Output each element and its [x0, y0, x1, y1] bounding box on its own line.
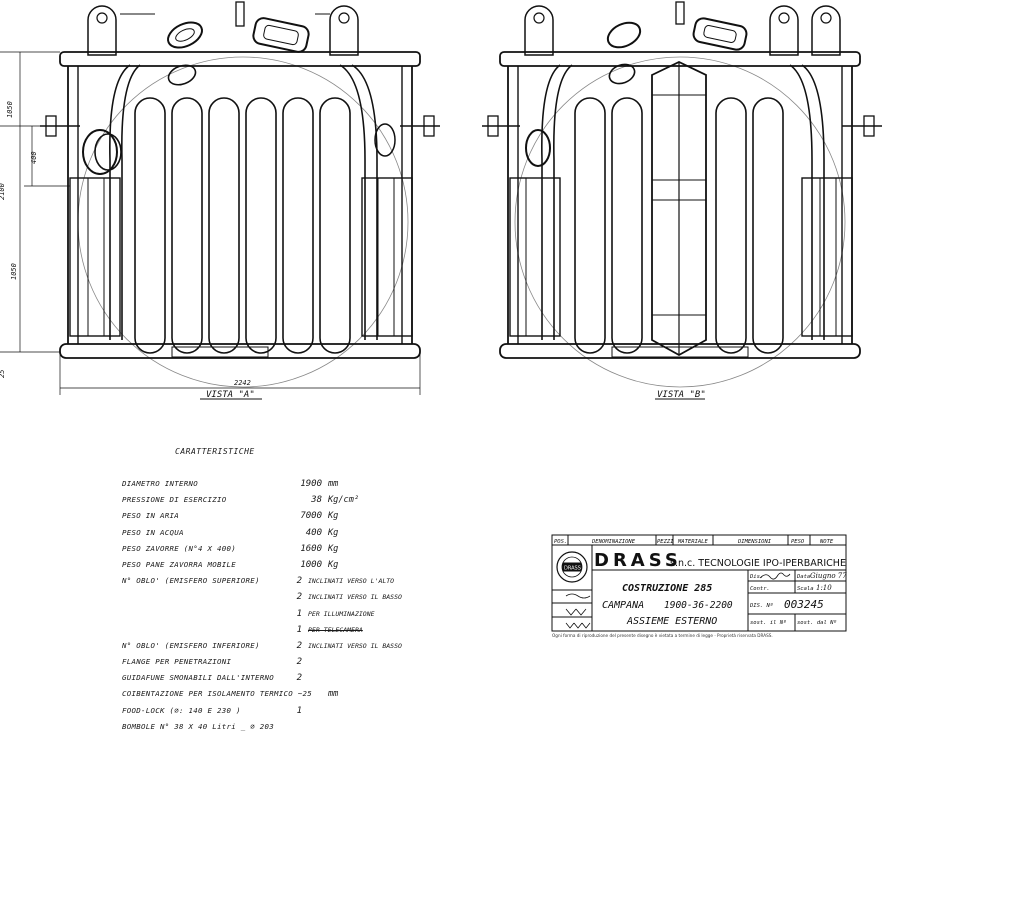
spec-key: FLANGE PER PENETRAZIONI: [122, 657, 232, 667]
spec-key: FOOD-LOCK (⌀: 140 E 230 ): [122, 705, 241, 715]
title-block: [551, 534, 847, 632]
replaced-by-label: sost. dal Nº: [797, 619, 837, 626]
spec-key: PESO IN ACQUA: [122, 527, 184, 537]
spec-value: 1900: [300, 479, 322, 489]
view-a-label: VISTA "A": [206, 390, 255, 400]
spec-unit: Kg: [328, 527, 339, 538]
spec-note: INCLINATI VERSO L'ALTO: [308, 577, 395, 586]
part-name: CAMPANA: [602, 600, 644, 611]
spec-value: 2: [296, 576, 302, 587]
spec-note: PER ILLUMINAZIONE: [308, 609, 375, 618]
spec-key: PESO IN ARIA: [122, 511, 179, 521]
spec-value: 2: [296, 657, 302, 668]
drawing-no: 003245: [784, 598, 824, 611]
dim-total-label: 2100: [0, 183, 6, 200]
specs-title: CARATTERISTICHE: [175, 447, 255, 456]
spec-row: PESO ZAVORRE (N°4 X 400) 1600 Kg: [122, 541, 422, 557]
spec-row: N° OBLO' (EMISFERO INFERIORE) 2 INCLINATI …: [122, 638, 422, 654]
spec-note: INCLINATI VERSO IL BASSO: [308, 641, 402, 650]
tb-header-materiale: MATERIALE: [677, 539, 708, 545]
spec-row: COIBENTAZIONE PER ISOLAMENTO TERMICO ~25…: [122, 686, 422, 702]
spec-unit: Kg: [328, 559, 339, 570]
tb-header-peso: PESO: [791, 539, 805, 545]
replaces-label: sost. il Nº: [750, 619, 786, 626]
company-subtitle: s.n.c. TECNOLOGIE IPO-IPERBARICHE: [670, 558, 846, 569]
view-a-dimensions: [0, 51, 421, 400]
spec-row: 1 PER ILLUMINAZIONE: [122, 606, 422, 622]
spec-row: PESO IN ACQUA 400 Kg: [122, 525, 422, 541]
spec-row: PESO IN ARIA 7000 Kg: [122, 508, 422, 524]
spec-unit: mm: [328, 689, 339, 700]
spec-value: 2: [296, 640, 302, 651]
spec-value: 38: [311, 495, 322, 506]
dim-base-label: 25: [0, 370, 6, 378]
spec-unit: Kg: [328, 511, 339, 522]
part-code: 1900-36-2200: [664, 600, 733, 611]
specs-table: DIAMETRO INTERNO 1900 mm PRESSIONE DI ESER…: [122, 476, 422, 735]
scale-value: 1:10: [816, 584, 832, 592]
spec-key: N° OBLO' (EMISFERO SUPERIORE): [122, 576, 260, 586]
spec-row: DIAMETRO INTERNO 1900 mm: [122, 476, 422, 492]
spec-value: 1: [296, 608, 302, 619]
spec-key: GUIDAFUNE SMONABILI DALL'INTERNO: [122, 673, 274, 683]
spec-value: 2: [296, 673, 302, 684]
spec-value: 7000: [300, 511, 322, 522]
spec-key: PESO PANE ZAVORRA MOBILE: [122, 559, 236, 569]
spec-row: PESO PANE ZAVORRA MOBILE 1000 Kg: [122, 557, 422, 573]
copyright-footer: Ogni forma di riproduzione del presente …: [552, 633, 773, 638]
spec-note: PER TELECAMERA: [308, 625, 363, 634]
spec-row: PRESSIONE DI ESERCIZIO 38 Kg/cm²: [122, 492, 422, 508]
spec-value: 1: [296, 705, 302, 716]
spec-key: PESO ZAVORRE (N°4 X 400): [122, 543, 236, 553]
spec-unit: Kg: [328, 543, 339, 554]
spec-row: GUIDAFUNE SMONABILI DALL'INTERNO 2: [122, 670, 422, 686]
company-logo-text: DRASS: [564, 566, 581, 572]
tb-header-dimensioni: DIMENSIONI: [737, 539, 772, 545]
dim-port-label: 400: [30, 151, 38, 164]
spec-unit: Kg/cm²: [328, 495, 360, 506]
spec-row: BOMBOLE N° 38 X 40 Litri _ ⌀ 203: [122, 719, 422, 735]
spec-key: DIAMETRO INTERNO: [122, 479, 198, 488]
assembly-name: ASSIEME ESTERNO: [626, 616, 717, 627]
spec-key: PRESSIONE DI ESERCIZIO: [122, 495, 227, 505]
tb-header-note: NOTE: [819, 539, 834, 545]
spec-key: BOMBOLE N° 38 X 40 Litri _ ⌀ 203: [122, 721, 274, 731]
signature: [759, 572, 791, 580]
construction-no: COSTRUZIONE 285: [622, 583, 712, 594]
drawing-no-label: DIS. Nº: [749, 602, 773, 609]
drawn-by-label: Dis.: [749, 574, 763, 580]
spec-value: 1600: [300, 543, 322, 554]
dim-top-label: 1050: [6, 101, 14, 118]
spec-row: 1 PER TELECAMERA: [122, 622, 422, 638]
view-a-drawing: [40, 1, 440, 388]
spec-key: COIBENTAZIONE PER ISOLAMENTO TERMICO ~25: [122, 689, 312, 699]
spec-value: 1: [296, 624, 302, 635]
spec-unit: mm: [328, 479, 339, 489]
view-b-drawing: [482, 1, 882, 400]
spec-row: N° OBLO' (EMISFERO SUPERIORE) 2 INCLINATI …: [122, 573, 422, 589]
spec-value: 400: [305, 527, 322, 538]
date-label: Data: [796, 574, 810, 580]
spec-row: FOOD-LOCK (⌀: 140 E 230 ) 1: [122, 703, 422, 719]
spec-note: INCLINATI VERSO IL BASSO: [308, 593, 402, 602]
company-name: DRASS: [594, 550, 682, 571]
dim-width-label: 2242: [234, 379, 251, 387]
date-value: Giugno 77: [810, 572, 847, 580]
spec-row: 2 INCLINATI VERSO IL BASSO: [122, 589, 422, 605]
view-b-label: VISTA "B": [657, 390, 706, 400]
scale-label: Scala: [797, 586, 814, 592]
spec-value: 1000: [300, 559, 322, 570]
tb-header-pos: POS.: [554, 539, 567, 545]
tb-header-denominazione: DENOMINAZIONE: [591, 539, 636, 545]
controlled-label: Contr.: [750, 586, 770, 592]
tb-header-pezzi: PEZZI: [657, 539, 674, 545]
spec-value: 2: [296, 592, 302, 603]
spec-key: N° OBLO' (EMISFERO INFERIORE): [122, 640, 260, 650]
dim-body-label: 1050: [10, 263, 18, 280]
spec-row: FLANGE PER PENETRAZIONI 2: [122, 654, 422, 670]
